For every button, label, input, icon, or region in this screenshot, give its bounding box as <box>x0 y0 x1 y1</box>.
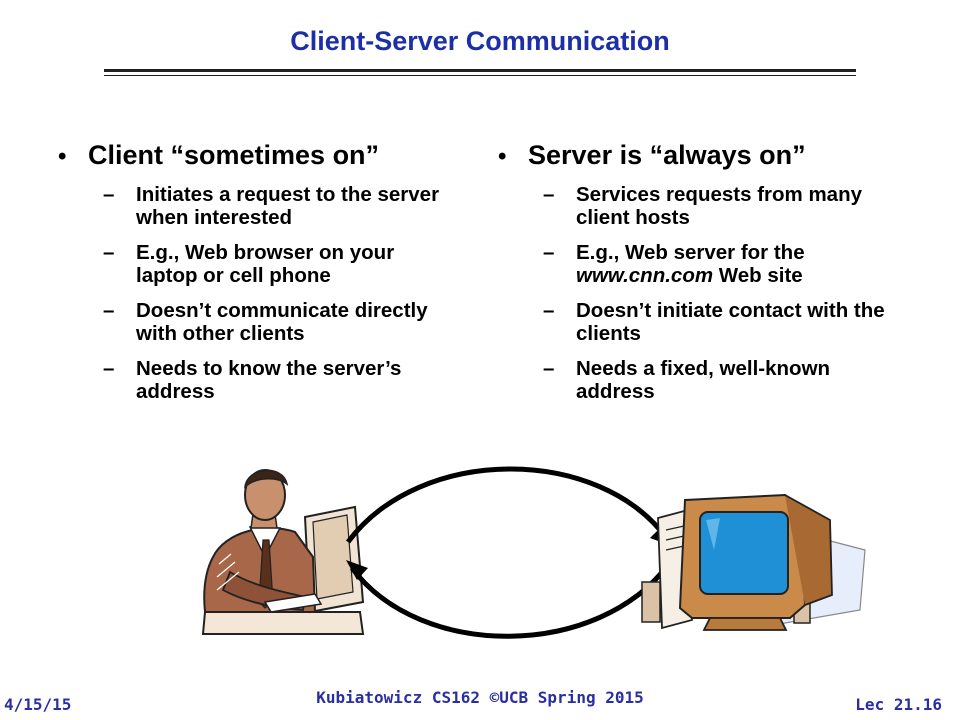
client-point: – E.g., Web browser on your laptop or ce… <box>103 241 458 287</box>
client-point-text: Initiates a request to the server when i… <box>136 183 440 229</box>
server-heading-text: Server is “always on” <box>528 140 806 170</box>
client-heading-text: Client “sometimes on” <box>88 140 380 170</box>
client-point: – Doesn’t communicate directly with othe… <box>103 299 458 345</box>
dash: – <box>103 241 115 264</box>
server-point-text: Needs a fixed, well-known address <box>576 357 831 403</box>
title-rule-thin <box>104 75 856 76</box>
client-heading: • Client “sometimes on” <box>58 140 458 171</box>
dash: – <box>543 183 555 206</box>
request-response-arrows <box>345 466 673 639</box>
dash: – <box>543 357 555 380</box>
dash: – <box>543 299 555 322</box>
dash: – <box>103 299 115 322</box>
server-point-text: Doesn’t initiate contact with the client… <box>576 299 885 345</box>
server-point: – Doesn’t initiate contact with the clie… <box>543 299 898 345</box>
dash: – <box>103 357 115 380</box>
client-column: • Client “sometimes on” – Initiates a re… <box>58 140 458 403</box>
bullet-dot: • <box>498 143 507 170</box>
desktop-computer-clipart <box>641 493 866 631</box>
response-arrow-icon <box>349 560 673 639</box>
dash: – <box>543 241 555 264</box>
footer-lecture-number: Lec 21.16 <box>855 695 942 714</box>
server-point: – E.g., Web server for the www.cnn.com W… <box>543 241 898 287</box>
person-at-computer-clipart <box>201 469 365 635</box>
cnn-url-text: www.cnn.com <box>576 264 714 287</box>
server-point-text: E.g., Web server for the www.cnn.com Web… <box>576 241 898 287</box>
server-point-text: Services requests from many client hosts <box>576 183 862 229</box>
client-point-text: E.g., Web browser on your laptop or cell… <box>136 241 395 287</box>
footer-date: 4/15/15 <box>4 695 72 714</box>
dash: – <box>103 183 115 206</box>
server-column: • Server is “always on” – Services reque… <box>498 140 898 403</box>
slide-title: Client-Server Communication <box>290 26 670 56</box>
client-point-text: Needs to know the server’s address <box>136 357 402 403</box>
request-arrow-icon <box>345 466 671 544</box>
server-heading: • Server is “always on” <box>498 140 898 171</box>
server-point: – Needs a fixed, well-known address <box>543 357 898 403</box>
server-point: – Services requests from many client hos… <box>543 183 898 229</box>
server-point-text-before: E.g., Web server for the <box>576 241 805 264</box>
client-point-text: Doesn’t communicate directly with other … <box>136 299 428 345</box>
bullet-dot: • <box>58 143 67 170</box>
title-rule-thick <box>104 69 856 72</box>
client-point: – Needs to know the server’s address <box>103 357 458 403</box>
footer-course: Kubiatowicz CS162 ©UCB Spring 2015 <box>316 688 644 707</box>
client-point: – Initiates a request to the server when… <box>103 183 458 229</box>
server-point-text-after: Web site <box>713 264 803 287</box>
